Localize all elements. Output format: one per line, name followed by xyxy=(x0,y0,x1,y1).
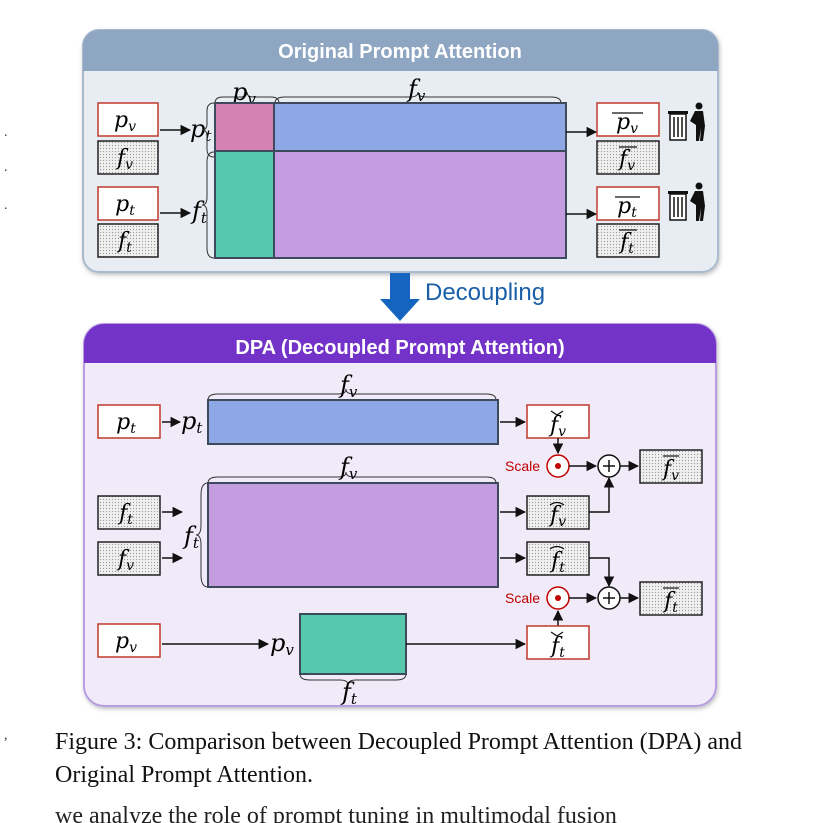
top-outputs: pv fv pt ft xyxy=(596,102,660,258)
dpa-input-ft-box xyxy=(97,495,161,530)
output-pt-bar-box xyxy=(596,186,660,221)
margin-mark: . xyxy=(4,160,8,175)
trash-bin-person-icon xyxy=(668,102,705,141)
dpa-output-fv-hat-box xyxy=(526,495,590,530)
input-fv-box xyxy=(97,140,159,175)
body-text-cutoff: we analyze the role of prompt tuning in … xyxy=(55,806,617,823)
row-brace xyxy=(195,482,209,588)
scale-label: Scale xyxy=(505,458,540,474)
combine-upper: Scale fv xyxy=(505,449,703,484)
dpa-input-fv-box xyxy=(97,541,161,576)
trash-bin-person-icon xyxy=(668,182,705,221)
dpa-input-pt-box xyxy=(97,404,161,439)
dpa-input-pt: pt xyxy=(116,410,136,437)
output-pt-bar: pt xyxy=(617,194,637,221)
dpa-panel-header xyxy=(84,324,716,363)
col-label-pv: pv xyxy=(232,78,256,108)
margin-mark: . xyxy=(4,125,8,140)
top-panel-title: Original Prompt Attention xyxy=(278,41,522,63)
scale-label: Scale xyxy=(505,590,540,606)
blue-block xyxy=(273,102,567,152)
input-pt: pt xyxy=(115,192,135,219)
combine-lower: Scale ft xyxy=(505,581,703,626)
col-brace xyxy=(207,388,497,401)
check-accent xyxy=(550,410,564,416)
dpa-input-pv-box xyxy=(97,623,161,658)
dpa-teal-block xyxy=(299,613,407,675)
pink-block xyxy=(214,102,275,152)
teal-block xyxy=(214,150,275,259)
dpa-output-fv-check-box xyxy=(526,404,590,439)
attention-matrix xyxy=(214,102,567,259)
decoupling-label: Decoupling xyxy=(425,279,545,306)
row-brace xyxy=(201,151,215,259)
arrow xyxy=(589,557,615,588)
arrow-down-icon xyxy=(380,273,420,321)
col-brace xyxy=(299,673,407,686)
top-panel-header xyxy=(83,30,718,71)
dpa-row1: pt pt fv fv xyxy=(97,371,590,455)
input-ft-box xyxy=(97,223,159,258)
output-pv-bar: pv xyxy=(616,110,638,137)
final-fv-box xyxy=(639,449,703,484)
check-accent xyxy=(550,631,564,637)
hat-accent xyxy=(549,501,565,506)
figure-caption: Figure 3: Comparison between Decoupled P… xyxy=(55,729,743,788)
dpa-blue-block xyxy=(207,399,499,445)
hat-accent xyxy=(549,545,565,550)
arrow xyxy=(589,476,615,513)
row-label-pt: pt xyxy=(190,115,212,145)
input-pt-box xyxy=(97,186,159,221)
col-brace xyxy=(214,91,280,104)
dpa-row3: pv pv ft ft xyxy=(97,613,590,708)
dpa-purple-block xyxy=(207,482,499,588)
margin-mark: . xyxy=(4,198,8,213)
margin-mark: , xyxy=(4,728,8,743)
dpa-panel-title: DPA (Decoupled Prompt Attention) xyxy=(235,337,564,359)
dpa-comparison-diagram: Original Prompt Attention pv fv pt ft pt… xyxy=(82,29,719,708)
dpa-input-pv: pv xyxy=(115,629,137,656)
decoupling-arrow: Decoupling xyxy=(380,273,545,321)
purple-block xyxy=(273,150,567,259)
row-brace xyxy=(201,102,215,158)
col-brace xyxy=(207,471,497,484)
dpa-output-ft-check-box xyxy=(526,625,590,660)
col-brace xyxy=(274,91,562,104)
dpa-row3-label: pv xyxy=(270,629,294,659)
input-pv-box xyxy=(97,102,159,137)
output-pv-bar-box xyxy=(596,102,660,137)
top-inputs: pv fv pt ft xyxy=(97,102,159,258)
input-pv: pv xyxy=(114,108,136,135)
dpa-row1-label: pt xyxy=(181,407,203,437)
